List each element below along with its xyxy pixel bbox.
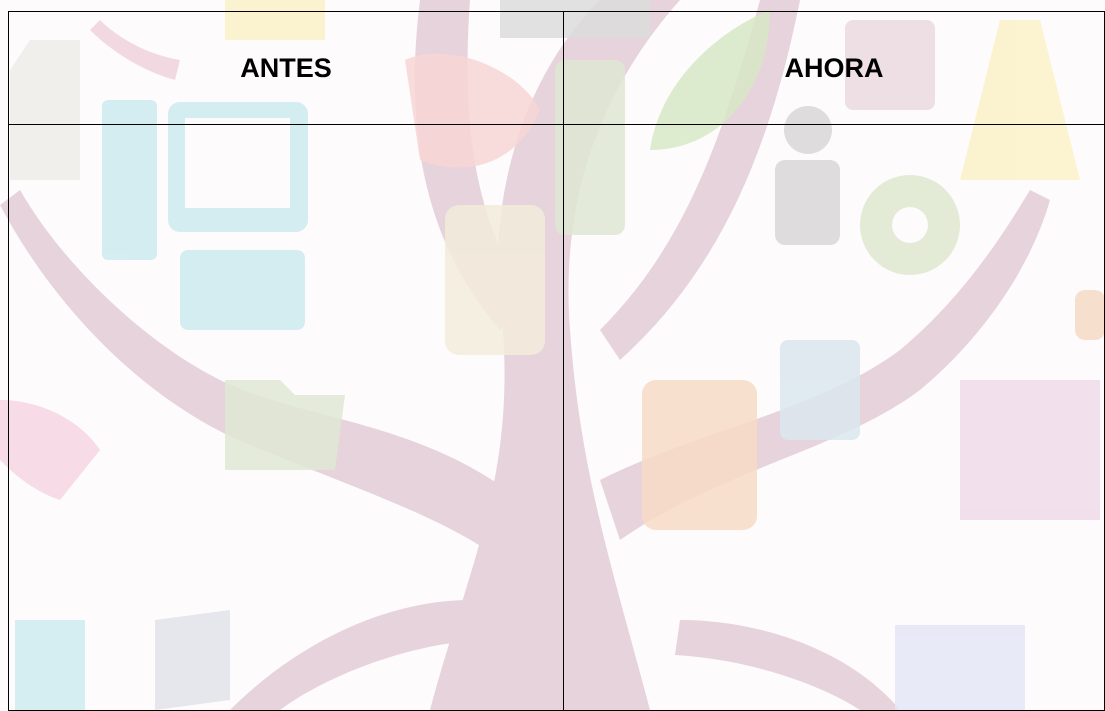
table-header-row: ANTES AHORA xyxy=(8,11,1105,125)
header-ahora: AHORA xyxy=(563,11,1105,125)
header-antes: ANTES xyxy=(8,11,564,125)
cell-ahora[interactable] xyxy=(563,124,1105,711)
cell-antes[interactable] xyxy=(8,124,564,711)
comparison-table: ANTES AHORA xyxy=(8,11,1105,711)
table-row xyxy=(8,124,1105,711)
